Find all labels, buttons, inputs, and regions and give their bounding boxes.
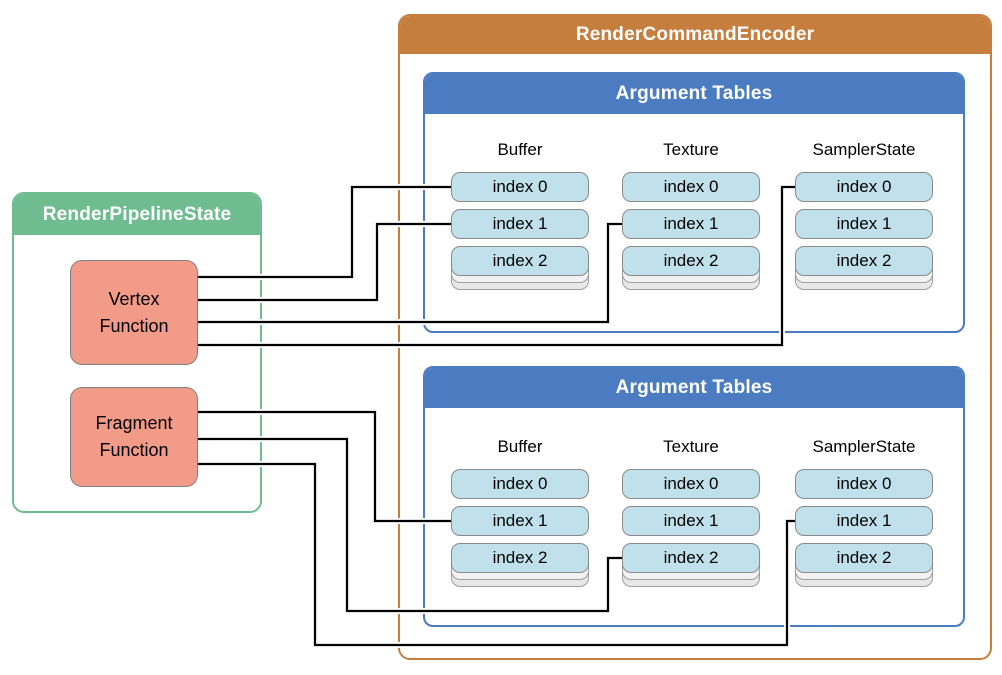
table2-buffer-index-0: index 0: [451, 469, 589, 499]
table2-texture-label: Texture: [663, 437, 719, 456]
table2-buffer-index-2: index 2: [451, 543, 589, 573]
argument-tables-title-1: Argument Tables: [615, 83, 773, 104]
table2-buffer-label: Buffer: [497, 437, 543, 456]
table1-texture-index-2: index 2: [622, 246, 760, 276]
table1-buffer-index-1: index 1: [451, 209, 589, 239]
argument-tables-title-2: Argument Tables: [615, 377, 773, 398]
table2-texture-index-2: index 2: [622, 543, 760, 573]
table2-samplerstate-index-1: index 1: [795, 506, 933, 536]
fragment-function-label-line2: Function: [99, 440, 169, 460]
table1-buffer-label: Buffer: [497, 140, 543, 159]
table2-samplerstate-index-2: index 2: [795, 543, 933, 573]
table2-buffer-column: Buffer index 0 index 1 index 2: [451, 436, 589, 587]
table1-buffer-column: Buffer index 0 index 1 index 2: [451, 139, 589, 290]
table2-buffer-stack: index 2: [451, 543, 589, 587]
table1-texture-index-0: index 0: [622, 172, 760, 202]
table2-samplerstate-label: SamplerState: [812, 437, 916, 456]
table2-texture-index-1: index 1: [622, 506, 760, 536]
table2-samplerstate-stack: index 2: [795, 543, 933, 587]
argument-tables-header-2: Argument Tables: [425, 368, 963, 408]
table2-samplerstate-column: SamplerState index 0 index 1 index 2: [795, 436, 933, 587]
table2-texture-column: Texture index 0 index 1 index 2: [622, 436, 760, 587]
table1-texture-label: Texture: [663, 140, 719, 159]
table1-texture-index-1: index 1: [622, 209, 760, 239]
table1-samplerstate-index-0: index 0: [795, 172, 933, 202]
table1-buffer-index-2: index 2: [451, 246, 589, 276]
table1-samplerstate-stack: index 2: [795, 246, 933, 290]
render-command-encoder-title: RenderCommandEncoder: [575, 24, 815, 45]
table1-buffer-index-0: index 0: [451, 172, 589, 202]
table1-samplerstate-index-1: index 1: [795, 209, 933, 239]
vertex-function-label-line2: Function: [99, 315, 169, 336]
table2-texture-index-0: index 0: [622, 469, 760, 499]
table1-samplerstate-index-2: index 2: [795, 246, 933, 276]
table1-samplerstate-label: SamplerState: [812, 140, 916, 159]
table1-texture-column: Texture index 0 index 1 index 2: [622, 139, 760, 290]
vertex-function-node: Vertex Function: [70, 260, 198, 365]
vertex-function-label-line1: Vertex: [108, 288, 160, 309]
table2-texture-stack: index 2: [622, 543, 760, 587]
render-pipeline-state-header: RenderPipelineState: [14, 194, 260, 235]
render-command-encoder-header: RenderCommandEncoder: [400, 16, 990, 54]
argument-tables-header-1: Argument Tables: [425, 74, 963, 114]
fragment-function-label-line1: Fragment: [95, 413, 173, 433]
table1-texture-stack: index 2: [622, 246, 760, 290]
table1-buffer-stack: index 2: [451, 246, 589, 290]
table2-samplerstate-index-0: index 0: [795, 469, 933, 499]
table2-buffer-index-1: index 1: [451, 506, 589, 536]
render-pipeline-state-title: RenderPipelineState: [42, 203, 232, 225]
fragment-function-node: Fragment Function: [70, 387, 198, 487]
table1-samplerstate-column: SamplerState index 0 index 1 index 2: [795, 139, 933, 290]
